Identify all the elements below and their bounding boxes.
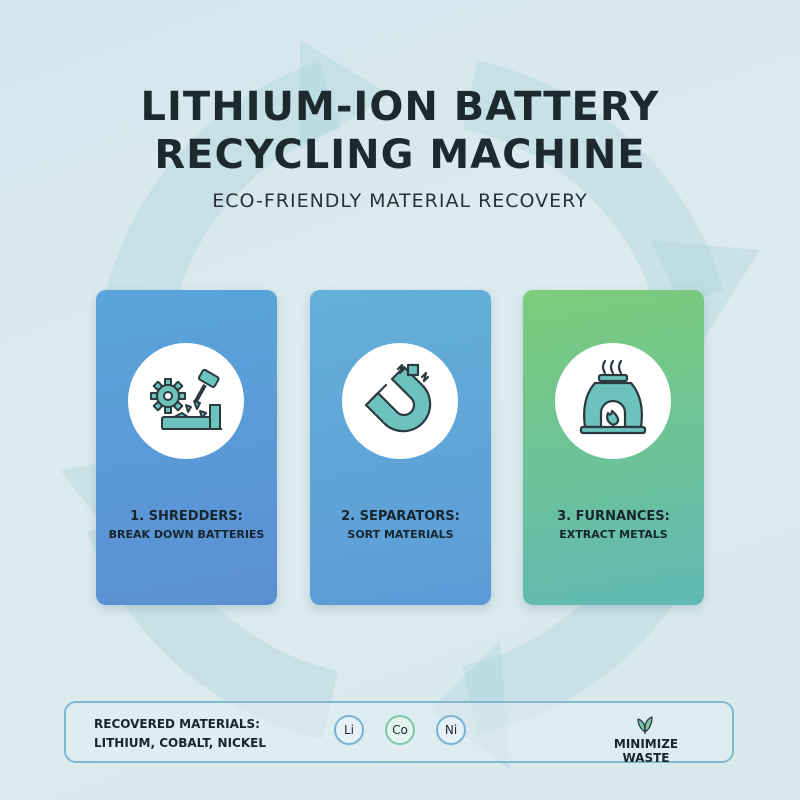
element-badge-li: Li	[334, 715, 364, 745]
step-card-shredders: 1. SHREDDERS: BREAK DOWN BATTERIES	[96, 290, 277, 605]
step-card-separators: 2. SEPARATORS: SORT MATERIALS	[310, 290, 491, 605]
leaf-icon	[637, 716, 653, 734]
minimize-waste-label: MINIMIZE WASTE	[613, 737, 679, 765]
recovered-materials-label: RECOVERED MATERIALS:	[94, 717, 260, 731]
step-description: SORT MATERIALS	[347, 528, 454, 541]
title-line-1: LITHIUM-ION BATTERY	[140, 84, 660, 130]
subtitle: ECO-FRIENDLY MATERIAL RECOVERY	[212, 190, 588, 212]
step-description: EXTRACT METALS	[559, 528, 668, 541]
magnet-icon	[364, 363, 432, 433]
icon-circle	[342, 343, 458, 459]
shredder-icon	[150, 368, 222, 430]
step-title: 2. SEPARATORS:	[341, 509, 460, 524]
recovered-materials-list: LITHIUM, COBALT, NICKEL	[94, 736, 266, 750]
step-title: 1. SHREDDERS:	[130, 509, 243, 524]
title-line-2: RECYCLING MACHINE	[154, 132, 646, 178]
icon-circle	[128, 343, 244, 459]
element-badge-co: Co	[385, 715, 415, 745]
step-description: BREAK DOWN BATTERIES	[108, 528, 265, 541]
icon-circle	[555, 343, 671, 459]
element-badge-ni: Ni	[436, 715, 466, 745]
furnace-icon	[579, 359, 647, 435]
step-card-furnances: 3. FURNANCES: EXTRACT METALS	[523, 290, 704, 605]
recovered-materials-panel: RECOVERED MATERIALS: LITHIUM, COBALT, NI…	[64, 701, 734, 765]
step-title: 3. FURNANCES:	[557, 509, 670, 524]
